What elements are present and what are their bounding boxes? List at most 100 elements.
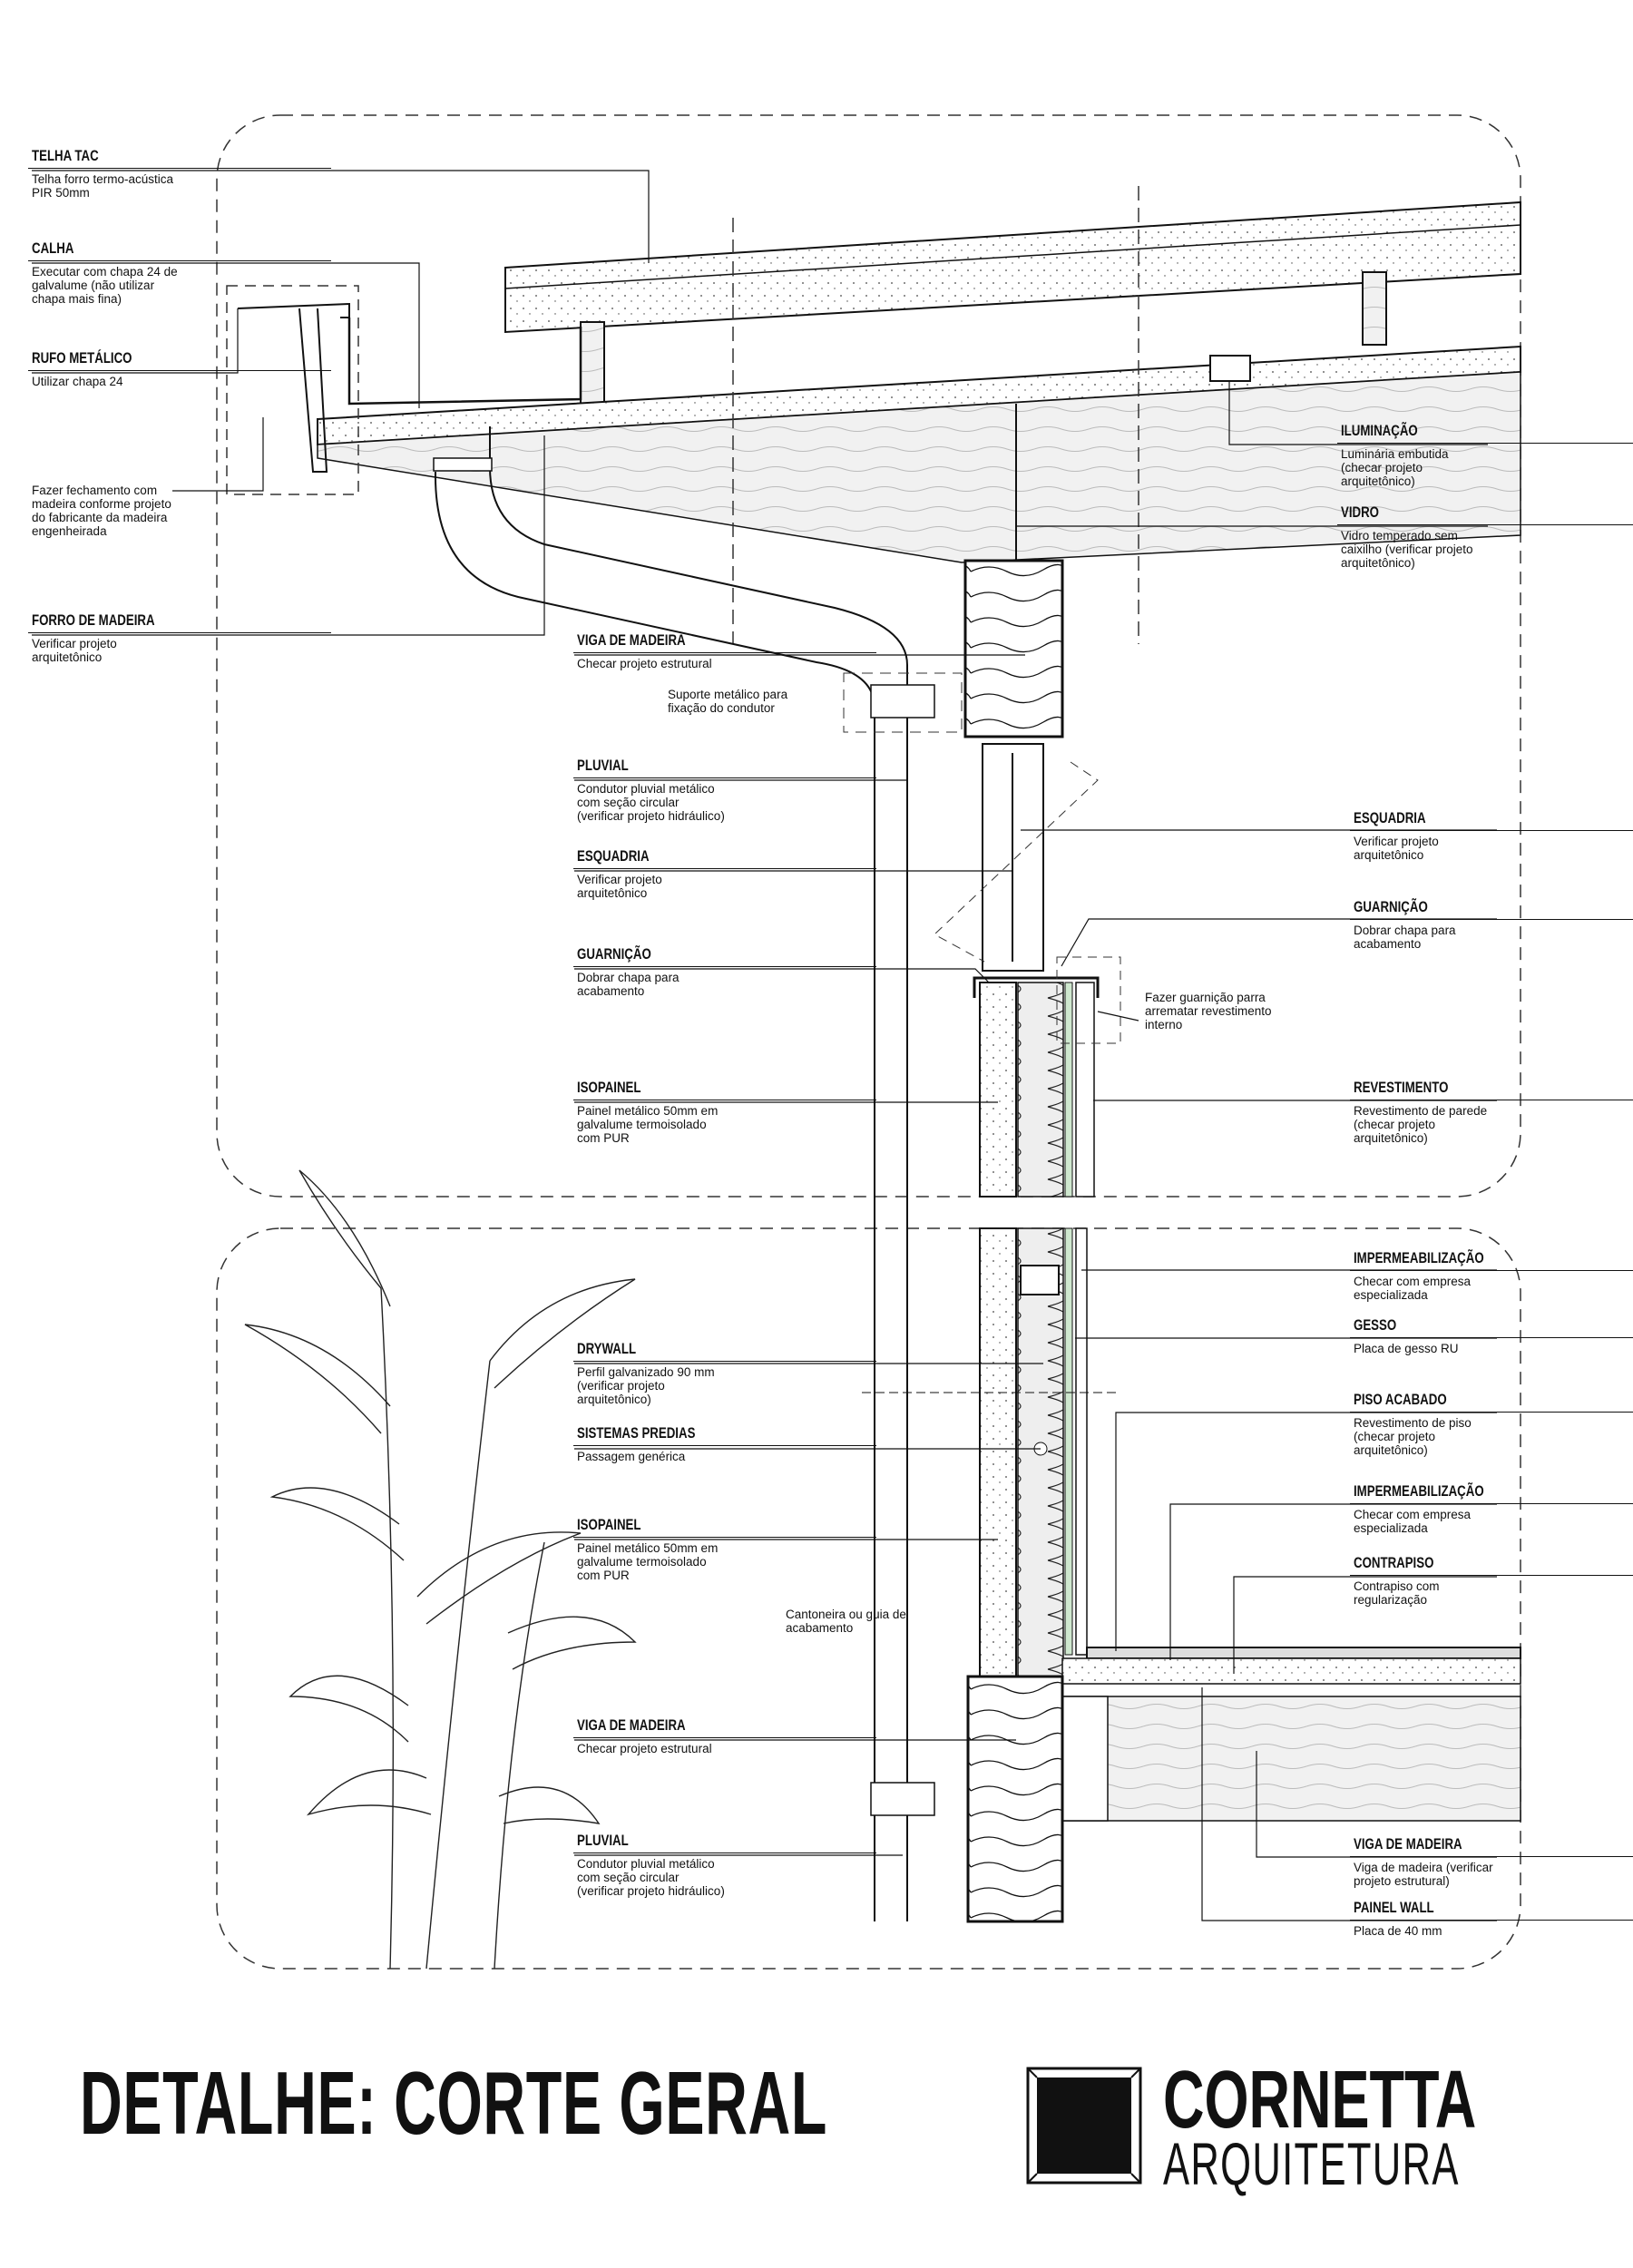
callout-suporte-metalico: Suporte metálico para fixação do conduto… <box>668 688 788 715</box>
note-text: Viga de madeira (verificar projeto estru… <box>1354 1861 1493 1888</box>
note-title: DRYWALL <box>577 1340 637 1357</box>
logo-mark-icon <box>1026 2067 1142 2185</box>
note-iluminacao: ILUMINAÇÃO Luminária embutida (checar pr… <box>1337 422 1633 488</box>
upper-wall-panel <box>979 982 1017 1198</box>
note-title: PLUVIAL <box>577 757 629 774</box>
note-text: Placa de gesso RU <box>1354 1342 1459 1355</box>
note-viga-madeira-upper: VIGA DE MADEIRA Checar projeto estrutura… <box>573 631 876 670</box>
note-piso-acabado: PISO ACABADO Revestimento de piso (checa… <box>1350 1391 1633 1457</box>
divider <box>1337 524 1633 525</box>
note-title: ISOPAINEL <box>577 1079 641 1096</box>
note-text: Verificar projeto arquitetônico <box>577 873 662 900</box>
divider <box>28 260 331 261</box>
note-text: Verificar projeto arquitetônico <box>32 637 117 664</box>
note-title: CONTRAPISO <box>1354 1554 1434 1571</box>
note-title: TELHA TAC <box>32 147 99 164</box>
note-title: VIGA DE MADEIRA <box>577 631 686 649</box>
note-esquadria-left: ESQUADRIA Verificar projeto arquitetônic… <box>573 847 876 900</box>
lower-detail-frame <box>216 1227 1521 1970</box>
note-text: Contrapiso com regularização <box>1354 1579 1440 1607</box>
pipe-support <box>870 684 935 719</box>
note-forro-madeira: FORRO DE MADEIRA Verificar projeto arqui… <box>28 611 331 664</box>
note-fechamento-madeira: Fazer fechamento com madeira conforme pr… <box>32 484 331 538</box>
note-text: Luminária embutida (checar projeto arqui… <box>1341 447 1449 488</box>
note-viga-madeira-lower: VIGA DE MADEIRA Checar projeto estrutura… <box>573 1716 876 1755</box>
note-text: Checar com empresa especializada <box>1354 1508 1472 1535</box>
divider <box>1350 1412 1633 1413</box>
note-title: ILUMINAÇÃO <box>1341 422 1418 439</box>
note-telha-tac: TELHA TAC Telha forro termo-acústica PIR… <box>28 147 331 200</box>
upper-detail-frame <box>216 114 1521 1198</box>
note-rufo-metalico: RUFO METÁLICO Utilizar chapa 24 <box>28 349 331 388</box>
divider <box>1337 443 1633 444</box>
note-text: Passagem genérica <box>577 1450 686 1463</box>
divider <box>1350 830 1633 831</box>
divider <box>1350 1856 1633 1857</box>
upper-wood-beam <box>963 559 1064 738</box>
floor-wood-beam <box>1061 1696 1521 1822</box>
rain-pipe <box>435 466 908 1921</box>
note-title: FORRO DE MADEIRA <box>32 611 155 629</box>
divider <box>573 966 876 967</box>
note-title: ESQUADRIA <box>577 847 650 865</box>
divider <box>1350 1270 1633 1271</box>
note-title: GESSO <box>1354 1316 1397 1334</box>
roof-tile <box>504 200 1521 334</box>
note-title: PAINEL WALL <box>1354 1899 1434 1916</box>
divider <box>1350 1575 1633 1576</box>
note-text: Telha forro termo-acústica PIR 50mm <box>32 172 174 200</box>
note-text: Vidro temperado sem caixilho (verificar … <box>1341 529 1473 570</box>
divider <box>1350 919 1633 920</box>
note-title: VIGA DE MADEIRA <box>1354 1835 1462 1853</box>
note-gesso: GESSO Placa de gesso RU <box>1350 1316 1633 1355</box>
note-calha: CALHA Executar com chapa 24 de galvalume… <box>28 240 331 306</box>
note-isopainel-lower: ISOPAINEL Painel metálico 50mm em galval… <box>573 1516 876 1582</box>
note-text: Revestimento de parede (checar projeto a… <box>1354 1104 1488 1145</box>
note-title: VIGA DE MADEIRA <box>577 1716 686 1734</box>
divider <box>1350 1337 1633 1338</box>
note-title: GUARNIÇÃO <box>1354 898 1428 915</box>
note-title: VIDRO <box>1341 503 1379 521</box>
note-text: Verificar projeto arquitetônico <box>1354 835 1439 862</box>
lower-wall-panel <box>979 1227 1017 1677</box>
floor-finish <box>1086 1647 1521 1659</box>
note-text: Checar projeto estrutural <box>577 1742 712 1755</box>
note-guarnicao-right: GUARNIÇÃO Dobrar chapa para acabamento <box>1350 898 1633 951</box>
note-text: Revestimento de piso (checar projeto arq… <box>1354 1416 1472 1457</box>
note-text: Painel metálico 50mm em galvalume termoi… <box>577 1541 719 1582</box>
note-title: REVESTIMENTO <box>1354 1079 1449 1096</box>
page-title: DETALHE: CORTE GERAL <box>80 2053 828 2153</box>
callout-cantoneira: Cantoneira ou guia de acabamento <box>786 1608 906 1635</box>
note-title: GUARNIÇÃO <box>577 945 651 963</box>
contrapiso <box>1061 1657 1521 1685</box>
divider <box>573 1537 876 1538</box>
note-contrapiso: CONTRAPISO Contrapiso com regularização <box>1350 1554 1633 1607</box>
plant-illustration <box>244 1169 637 1970</box>
divider <box>1350 1503 1633 1504</box>
note-text: Painel metálico 50mm em galvalume termoi… <box>577 1104 719 1145</box>
note-revestimento: REVESTIMENTO Revestimento de parede (che… <box>1350 1079 1633 1145</box>
note-text: Checar projeto estrutural <box>577 657 712 670</box>
note-text: Checar com empresa especializada <box>1354 1275 1472 1302</box>
divider <box>573 652 876 653</box>
note-title: RUFO METÁLICO <box>32 349 132 367</box>
note-guarnicao-left: GUARNIÇÃO Dobrar chapa para acabamento <box>573 945 876 998</box>
divider <box>1350 1920 1633 1921</box>
divider <box>28 168 331 169</box>
note-viga-madeira-floor: VIGA DE MADEIRA Viga de madeira (verific… <box>1350 1835 1633 1888</box>
logo-subtitle: ARQUITETURA <box>1163 2130 1460 2197</box>
note-drywall: DRYWALL Perfil galvanizado 90 mm (verifi… <box>573 1340 876 1406</box>
note-text: Condutor pluvial metálico com seção circ… <box>577 782 725 823</box>
divider <box>573 1361 876 1362</box>
note-title: PLUVIAL <box>577 1832 629 1849</box>
note-esquadria-right: ESQUADRIA Verificar projeto arquitetônic… <box>1350 809 1633 862</box>
note-isopainel-upper: ISOPAINEL Painel metálico 50mm em galval… <box>573 1079 876 1145</box>
note-vidro: VIDRO Vidro temperado sem caixilho (veri… <box>1337 503 1633 570</box>
note-title: PISO ACABADO <box>1354 1391 1447 1408</box>
note-painel-wall: PAINEL WALL Placa de 40 mm <box>1350 1899 1633 1938</box>
note-pluvial-lower: PLUVIAL Condutor pluvial metálico com se… <box>573 1832 876 1898</box>
note-text: Condutor pluvial metálico com seção circ… <box>577 1857 725 1898</box>
wood-ceiling <box>317 371 1521 563</box>
divider <box>28 632 331 633</box>
